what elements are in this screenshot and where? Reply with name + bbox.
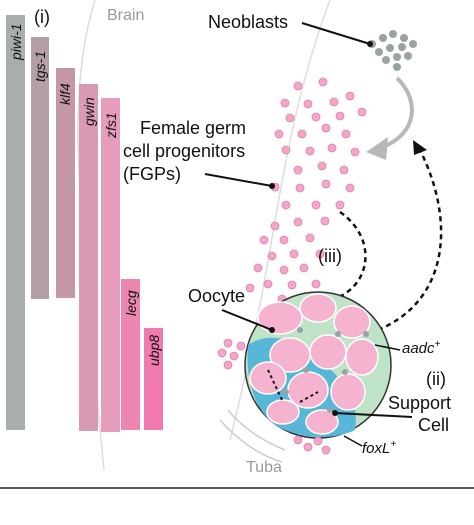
gene-label-piwi-1: piwi-1: [8, 23, 24, 61]
gene-bars: [6, 15, 163, 432]
ovary: [244, 291, 392, 439]
aadc-pointer: [374, 344, 401, 351]
fgp-pointer-dot: [269, 183, 275, 189]
bar-lecg: [121, 279, 140, 430]
panel-label-i: (i): [34, 7, 50, 27]
foxl-label: foxL+: [362, 439, 396, 457]
bar-gwin: [79, 84, 98, 431]
fgp-to-ovary-dashed: [329, 210, 367, 302]
gene-label-zfs1: zfs1: [103, 112, 119, 139]
oocyte-label: Oocyte: [188, 286, 245, 306]
bar-klf4: [56, 68, 75, 298]
gene-label-lecg: lecg: [123, 290, 139, 316]
gene-label-ubp8: ubp8: [146, 335, 162, 366]
fgp-label-line1: Female germ: [140, 118, 246, 138]
panel-label-ii: (ii): [426, 369, 446, 389]
support-pointer-dot: [332, 410, 338, 416]
oocyte: [257, 301, 303, 335]
oocyte: [249, 361, 287, 395]
ovary-edge-fgps: [217, 338, 331, 455]
neoblast-arrow-head: [366, 137, 388, 160]
bar-ubp8: [144, 328, 163, 430]
brain-label: Brain: [107, 7, 144, 24]
fgp-cells: [245, 77, 367, 305]
oocyte: [266, 399, 300, 425]
gene-label-tgs-1: tgs-1: [32, 51, 48, 82]
body-outline-right: [229, 0, 331, 441]
ovary-to-fgp-head: [413, 140, 427, 155]
neoblast-cluster: [368, 30, 417, 71]
ovary-to-fgp-dashed: [377, 149, 443, 332]
neoblast-to-fgp-arrow: [379, 76, 414, 150]
neoblasts-label: Neoblasts: [208, 12, 288, 32]
oocyte-pointer-dot: [269, 327, 275, 333]
neoblasts-pointer: [301, 22, 371, 45]
foxl-pointer: [343, 435, 363, 447]
support-label-line2: Cell: [418, 415, 449, 435]
oocyte-pointer: [221, 309, 273, 331]
oocyte: [333, 305, 371, 339]
bar-zfs1: [101, 98, 120, 432]
gene-label-gwin: gwin: [81, 97, 97, 126]
oocyte: [345, 338, 379, 376]
oocyte: [299, 293, 337, 323]
bar-tgs-1: [31, 37, 49, 299]
oocyte: [330, 373, 366, 411]
oocyte: [305, 409, 339, 435]
fgp-pointer: [204, 173, 273, 187]
panel-label-iii: (iii): [318, 246, 342, 266]
neoblasts-pointer-dot: [367, 41, 373, 47]
tuba-outline: [219, 409, 286, 463]
aadc-label: aadc+: [402, 339, 441, 357]
oocyte: [309, 334, 347, 370]
fgp-label-line2: cell progenitors: [123, 141, 245, 161]
fgp-label-line3: (FGPs): [123, 164, 181, 184]
support-label-line1: Support: [388, 393, 451, 413]
gene-label-klf4: klf4: [57, 83, 73, 105]
bar-piwi-1: [6, 15, 25, 430]
tuba-label: Tuba: [246, 459, 282, 476]
support-pointer: [334, 412, 413, 418]
